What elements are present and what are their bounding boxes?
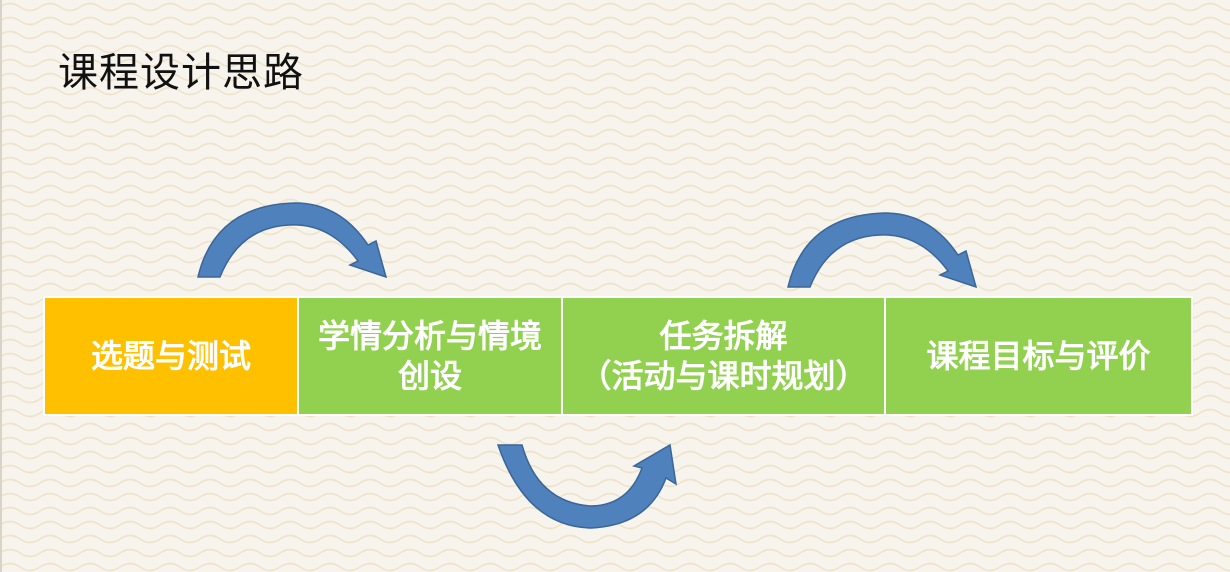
process-flow: 选题与测试 学情分析与情境创设 任务拆解 （活动与课时规划） 课程目标与评价 [43,296,1193,416]
curved-arrow-3-to-4 [787,212,978,289]
step-topic-selection-and-testing: 选题与测试 [43,296,299,416]
step-label: 课程目标与评价 [926,337,1151,375]
page-title: 课程设计思路 [58,50,304,96]
step-label: 学情分析与情境创设 [317,317,542,395]
step-task-breakdown: 任务拆解 （活动与课时规划） [561,296,886,416]
step-learner-analysis-and-context: 学情分析与情境创设 [297,296,563,416]
curved-arrow-2-to-3 [496,443,677,529]
curved-arrow-1-to-2 [197,202,388,279]
step-label: 选题与测试 [90,337,251,375]
step-label: 任务拆解 （活动与课时规划） [579,317,868,395]
left-edge-rule [0,0,2,572]
step-course-goals-and-evaluation: 课程目标与评价 [884,296,1193,416]
